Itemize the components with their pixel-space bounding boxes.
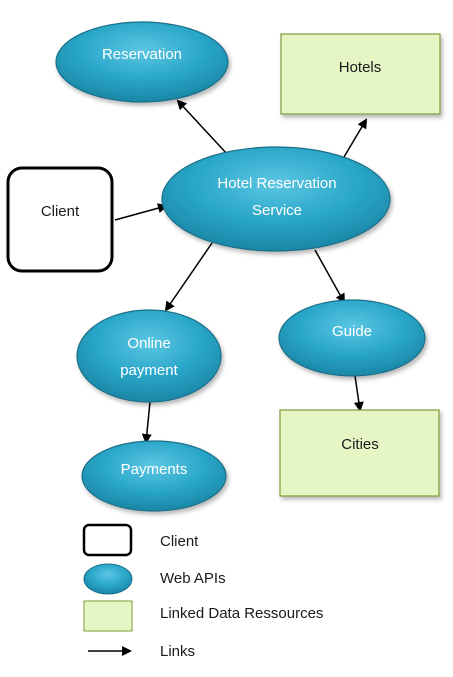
node-payments[interactable]: Payments [81,440,227,512]
node-online-payment[interactable]: Online payment [76,309,222,403]
legend-linked-data-label: Linked Data Ressources [160,605,323,622]
hotel-reservation-service-label-line1: Hotel Reservation [217,175,336,192]
links-layer [114,99,368,444]
linked-data-rect [279,409,440,497]
legend-linked-data-swatch [83,600,133,632]
link-service-to-guide [314,249,345,304]
legend: Client Web APIs Linked Data Ressources L… [82,523,323,660]
link-service-to-hotels [343,118,368,158]
hotel-reservation-service-label-line2: Service [252,202,302,219]
reservation-label: Reservation [102,46,182,63]
online-payment-label-line1: Online [127,335,170,352]
legend-client-swatch [82,523,133,557]
legend-item-web-apis: Web APIs [83,563,226,595]
client-rect [6,166,114,273]
link-service-to-reservation [176,99,229,156]
link-service-to-online-payment [164,242,213,312]
legend-web-api-swatch [83,563,133,595]
legend-item-linked-data: Linked Data Ressources [83,600,323,632]
online-payment-label-line2: payment [120,362,178,379]
legend-item-client: Client [82,523,199,557]
link-guide-to-cities [353,375,364,412]
client-label: Client [41,203,80,220]
web-api-ellipse [161,146,391,252]
node-client[interactable]: Client [6,166,114,273]
web-api-ellipse [278,299,426,377]
link-online-payment-to-payments [141,401,152,444]
payments-label: Payments [121,461,188,478]
web-api-ellipse [76,309,222,403]
cities-label: Cities [341,436,379,453]
node-reservation[interactable]: Reservation [55,21,229,103]
legend-client-label: Client [160,533,199,550]
web-api-ellipse [55,21,229,103]
legend-links-label: Links [160,643,195,660]
legend-item-links: Links [88,643,195,660]
link-client-to-service [114,203,168,221]
linked-data-rect [280,33,441,115]
node-cities[interactable]: Cities [279,409,440,497]
hotels-label: Hotels [339,59,382,76]
node-guide[interactable]: Guide [278,299,426,377]
node-hotel-reservation-service[interactable]: Hotel Reservation Service [161,146,391,252]
guide-label: Guide [332,323,372,340]
legend-web-apis-label: Web APIs [160,570,226,587]
node-hotels[interactable]: Hotels [280,33,441,115]
web-api-ellipse [81,440,227,512]
